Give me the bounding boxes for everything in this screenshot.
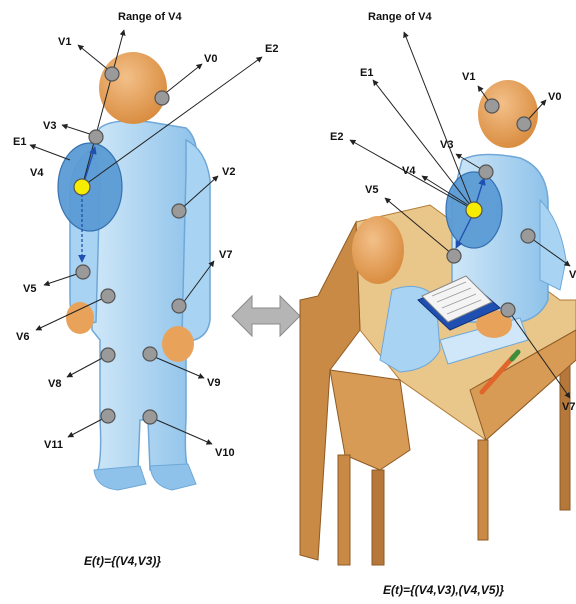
left-joint-v10 [143, 410, 157, 424]
left-label-v0: V0 [204, 53, 217, 65]
right-label-v4: V4 [402, 165, 416, 177]
left-label-v4: V4 [30, 167, 44, 179]
left-label-v6: V6 [16, 331, 29, 343]
left-joint-v9 [143, 347, 157, 361]
left-joint-v8 [101, 348, 115, 362]
right-label-e1: E1 [360, 67, 373, 79]
left-label-v8: V8 [48, 378, 61, 390]
right-joint-v1 [485, 99, 499, 113]
left-joint-v1 [105, 67, 119, 81]
right-label-v7: V7 [562, 401, 575, 413]
right-label-v0: V0 [548, 91, 561, 103]
left-caption: E(t)={(V4,V3)} [84, 554, 161, 568]
right-joint-v0 [517, 117, 531, 131]
left-figure: Range of V4 V1 V0 E2 V3 E1 V4 V2 V7 V5 V… [13, 11, 278, 568]
left-label-v2: V2 [222, 166, 235, 178]
right-joint-v7 [501, 303, 515, 317]
right-range-title: Range of V4 [368, 11, 432, 23]
left-label-v1: V1 [58, 36, 71, 48]
right-joint-v5 [447, 249, 461, 263]
left-joint-v2 [172, 204, 186, 218]
left-joint-v4 [74, 179, 90, 195]
left-label-v5: V5 [23, 283, 36, 295]
right-joint-v3 [479, 165, 493, 179]
left-head [99, 52, 167, 124]
left-range-title: Range of V4 [118, 11, 182, 23]
right-caption: E(t)={(V4,V3),(V4,V5)} [383, 583, 504, 597]
left-label-v11: V11 [44, 439, 63, 451]
right-head [478, 80, 538, 148]
left-joint-v5 [76, 265, 90, 279]
right-joint-v-edge [521, 229, 535, 243]
left-label-v3: V3 [43, 120, 56, 132]
left-label-e2: E2 [265, 43, 278, 55]
right-figure: Range of V4 E1 V1 V0 E2 V3 V4 V5 V V7 E(… [300, 11, 576, 597]
right-label-v3: V3 [440, 139, 453, 151]
left-label-v10: V10 [215, 447, 235, 459]
right-label-v1: V1 [462, 71, 475, 83]
left-label-v9: V9 [207, 377, 220, 389]
left-joint-v11 [101, 409, 115, 423]
left-label-e1: E1 [13, 136, 26, 148]
left-joint-v6 [101, 289, 115, 303]
right-label-e2: E2 [330, 131, 343, 143]
right-label-v5: V5 [365, 184, 378, 196]
right-label-v-edge: V [569, 269, 576, 281]
left-label-v7: V7 [219, 249, 232, 261]
left-joint-v3 [89, 130, 103, 144]
double-arrow-icon [232, 296, 300, 336]
left-joint-v0 [155, 91, 169, 105]
left-joint-v7 [172, 299, 186, 313]
right-joint-v4 [466, 202, 482, 218]
